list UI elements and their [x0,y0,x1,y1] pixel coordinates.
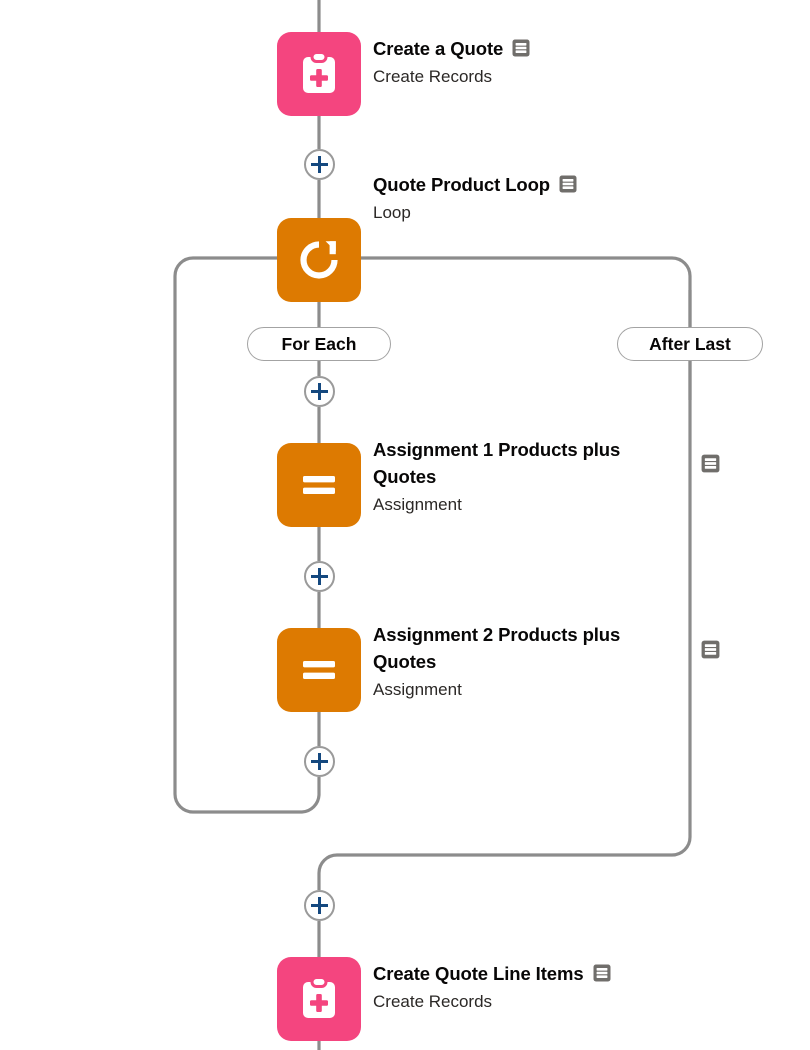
node-text-create-a-quote: Create a Quote Create Records [373,36,703,90]
node-icon-assignment-1[interactable] [277,443,361,527]
add-element-button-after-loop[interactable] [304,890,335,921]
node-icon-assignment-2[interactable] [277,628,361,712]
node-text-assignment-1: Assignment 1 Products plus Quotes Assign… [373,437,673,517]
assignment-icon [303,476,335,494]
node-icon-create-a-quote[interactable] [277,32,361,116]
node-title-assignment-1: Assignment 1 Products plus Quotes [373,439,621,487]
description-icon[interactable] [592,963,612,988]
node-icon-quote-product-loop[interactable] [277,218,361,302]
add-element-button-after-for-each[interactable] [304,376,335,407]
description-icon[interactable] [511,38,531,63]
node-title-quote-product-loop: Quote Product Loop [373,174,551,195]
node-subtitle-create-a-quote: Create Records [373,67,493,86]
node-title-create-quote-line-items: Create Quote Line Items [373,963,584,984]
node-icon-create-quote-line-items[interactable] [277,957,361,1041]
node-text-assignment-2: Assignment 2 Products plus Quotes Assign… [373,622,673,702]
connector-after-last-bottom [317,836,692,890]
loop-icon [300,241,338,279]
branch-label-for-each[interactable]: For Each [247,327,391,361]
node-text-create-quote-line-items: Create Quote Line Items Create Records [373,961,713,1015]
add-element-button-after-create-a-quote[interactable] [304,149,335,180]
create-records-icon [303,51,335,93]
branch-label-after-last[interactable]: After Last [617,327,763,361]
node-subtitle-create-quote-line-items: Create Records [373,992,493,1011]
node-title-assignment-2: Assignment 2 Products plus Quotes [373,624,621,672]
node-subtitle-quote-product-loop: Loop [373,203,411,222]
create-records-icon [303,976,335,1018]
add-element-button-after-assignment-1[interactable] [304,561,335,592]
node-text-quote-product-loop: Quote Product Loop Loop [373,172,713,226]
description-icon[interactable] [700,639,721,665]
description-icon[interactable] [700,453,721,479]
connector-loopback-bottom [173,777,321,814]
node-subtitle-assignment-1: Assignment [373,494,462,514]
assignment-icon [303,661,335,679]
node-subtitle-assignment-2: Assignment [373,679,462,699]
description-icon[interactable] [558,174,578,199]
add-element-button-after-assignment-2[interactable] [304,746,335,777]
node-title-create-a-quote: Create a Quote [373,38,504,59]
